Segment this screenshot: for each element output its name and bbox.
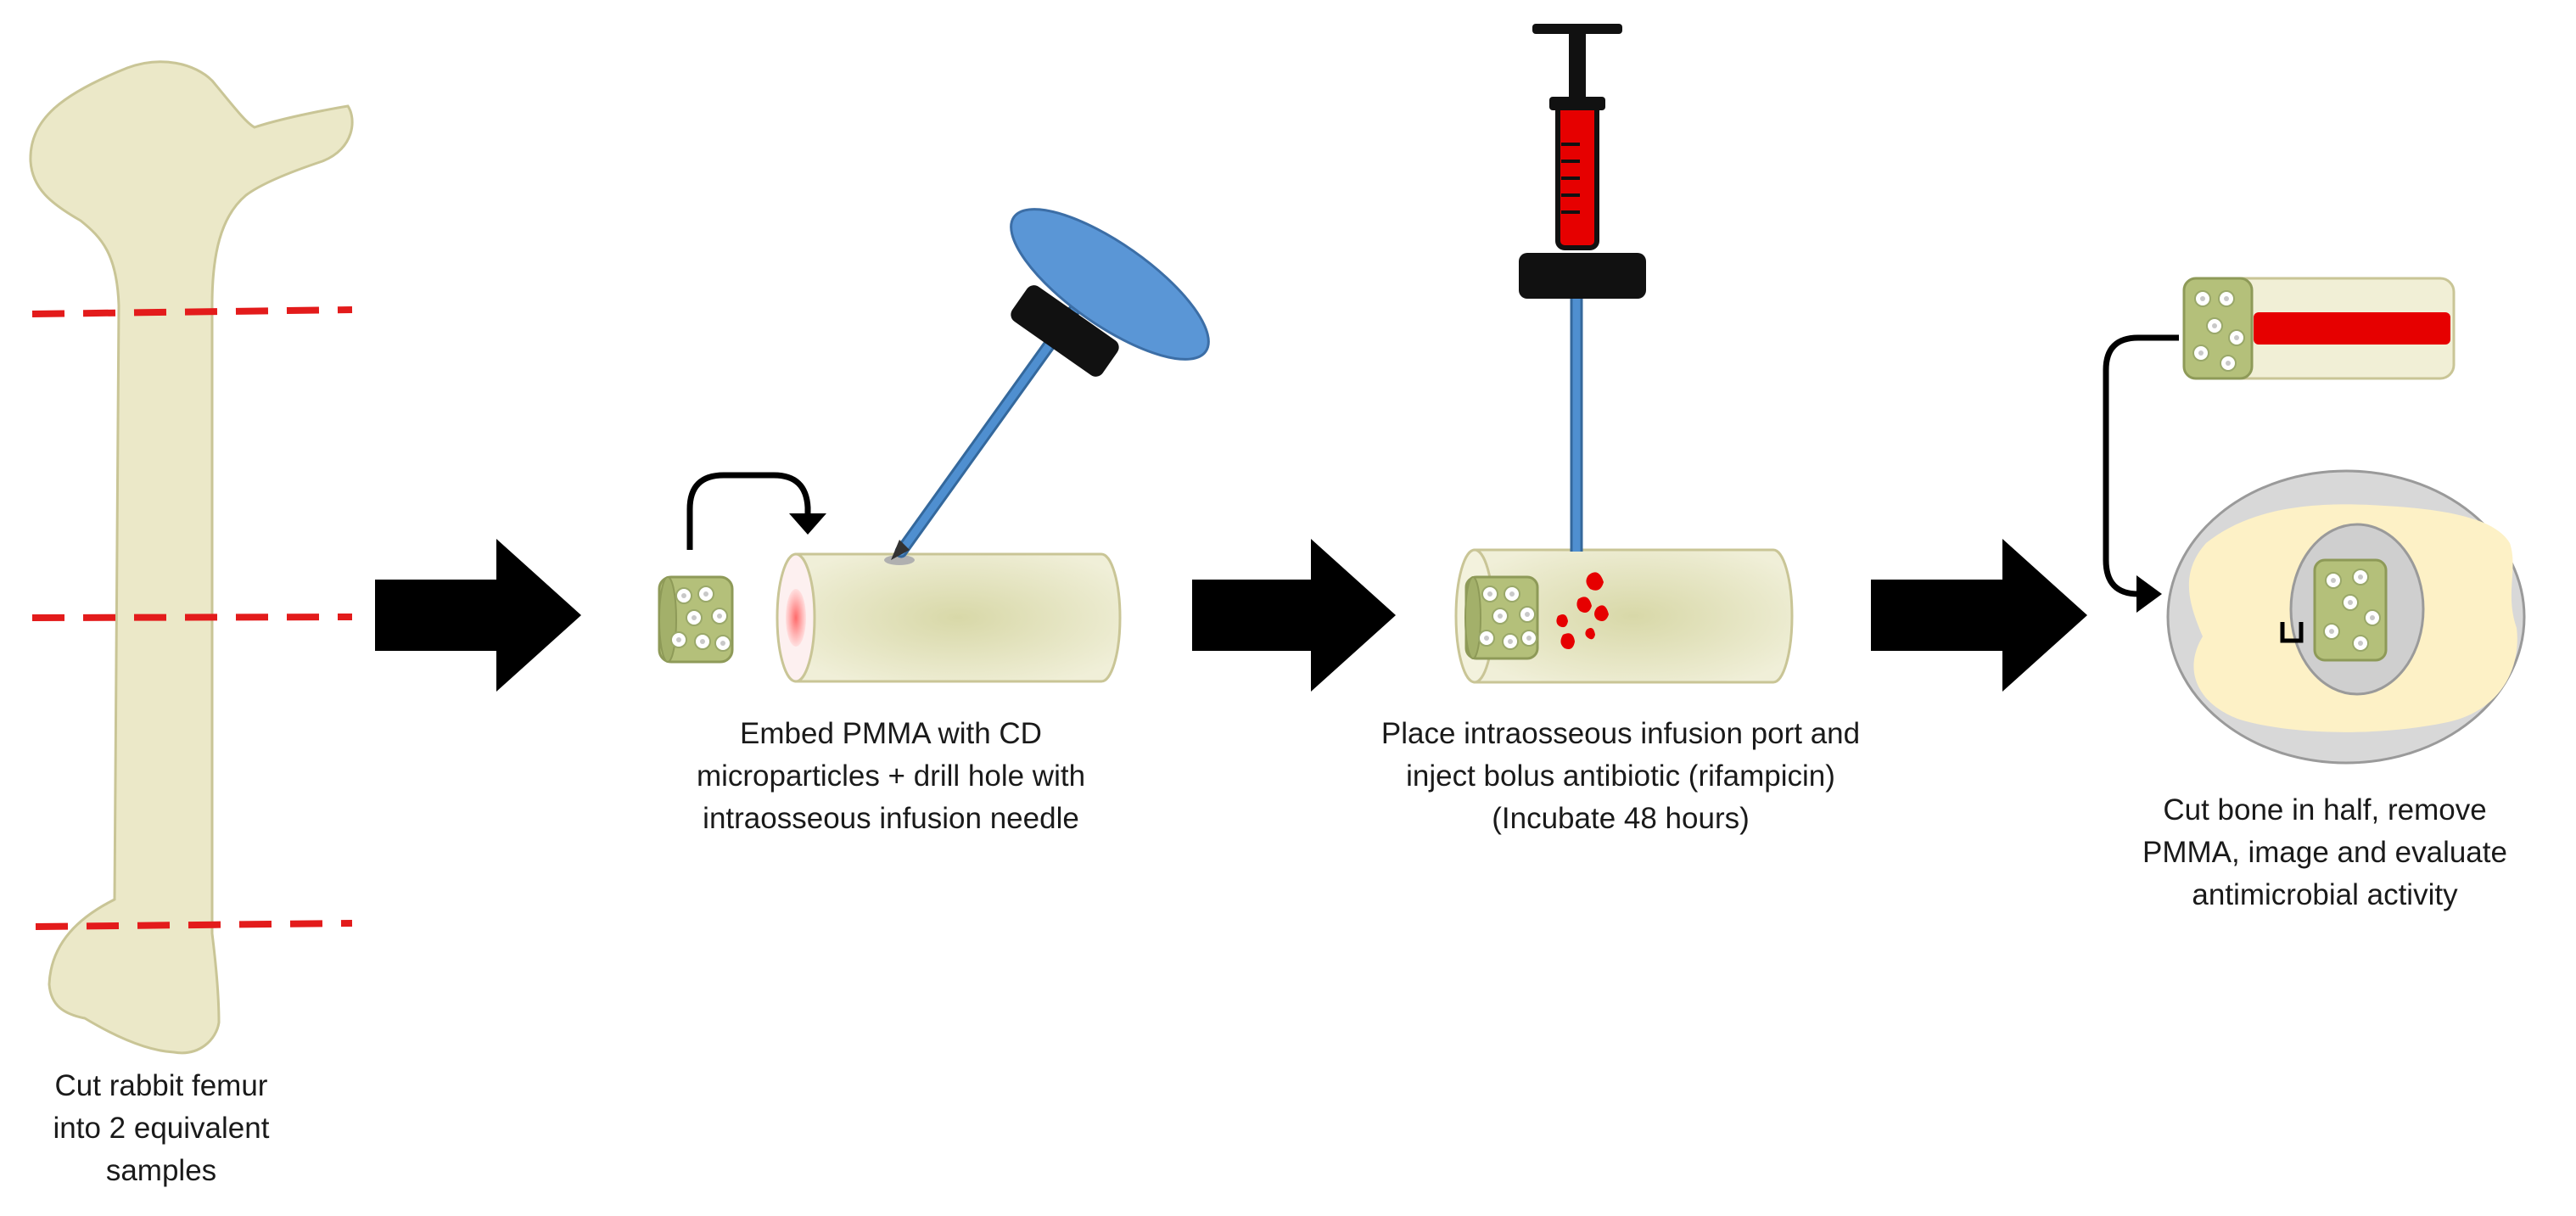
caption-line: PMMA, image and evaluate [2142, 836, 2507, 869]
bone-cross-section [2166, 469, 2526, 765]
caption-line: Place intraosseous infusion port and [1380, 717, 1861, 750]
caption-line: Cut bone in half, remove [2163, 793, 2487, 827]
caption-line: samples [105, 1154, 217, 1187]
step2-illustration [658, 208, 1210, 683]
step2-caption: Embed PMMA with CD microparticles + dril… [602, 713, 1179, 840]
caption-line: (Incubate 48 hours) [1492, 802, 1750, 835]
caption-line: inject bolus antibiotic (rifampicin) [1406, 759, 1835, 793]
caption-line: microparticles + drill hole with [696, 759, 1086, 793]
rabbit-femur-icon [29, 60, 354, 1055]
caption-line: into 2 equivalent [53, 1112, 270, 1145]
antibiotic-drops [1556, 572, 1609, 649]
femur-bone-shape [29, 60, 354, 1055]
caption-line: Cut rabbit femur [54, 1069, 268, 1102]
process-arrow-icon [1871, 539, 2087, 692]
step3-illustration [1454, 24, 1794, 684]
intraosseous-needle-icon [891, 208, 1210, 560]
caption-line: Embed PMMA with CD [740, 717, 1042, 750]
cut-line-middle [31, 614, 353, 621]
half-bone-segment [2182, 277, 2456, 380]
section-connector-arrow [2103, 334, 2179, 597]
insert-arrowhead [789, 513, 826, 535]
step3-caption: Place intraosseous infusion port and inj… [1324, 713, 1918, 840]
cut-line-lower [35, 920, 353, 930]
process-arrow-icon [375, 539, 581, 692]
step1-caption: Cut rabbit femur into 2 equivalent sampl… [0, 1065, 322, 1192]
bone-segment-with-plug [1454, 548, 1794, 684]
cut-line-upper [31, 306, 353, 317]
bone-segment [776, 552, 1122, 683]
pmma-plug-icon [658, 575, 734, 664]
scale-marker [2280, 622, 2304, 643]
caption-line: antimicrobial activity [2192, 878, 2458, 911]
antibiotic-channel [2254, 312, 2450, 345]
process-arrow-icon [1192, 539, 1396, 692]
step4-illustration [2103, 277, 2526, 765]
syringe-icon [1519, 24, 1646, 552]
insert-curved-arrow [686, 472, 811, 550]
caption-line: intraosseous infusion needle [703, 802, 1079, 835]
step4-caption: Cut bone in half, remove PMMA, image and… [2079, 789, 2571, 916]
